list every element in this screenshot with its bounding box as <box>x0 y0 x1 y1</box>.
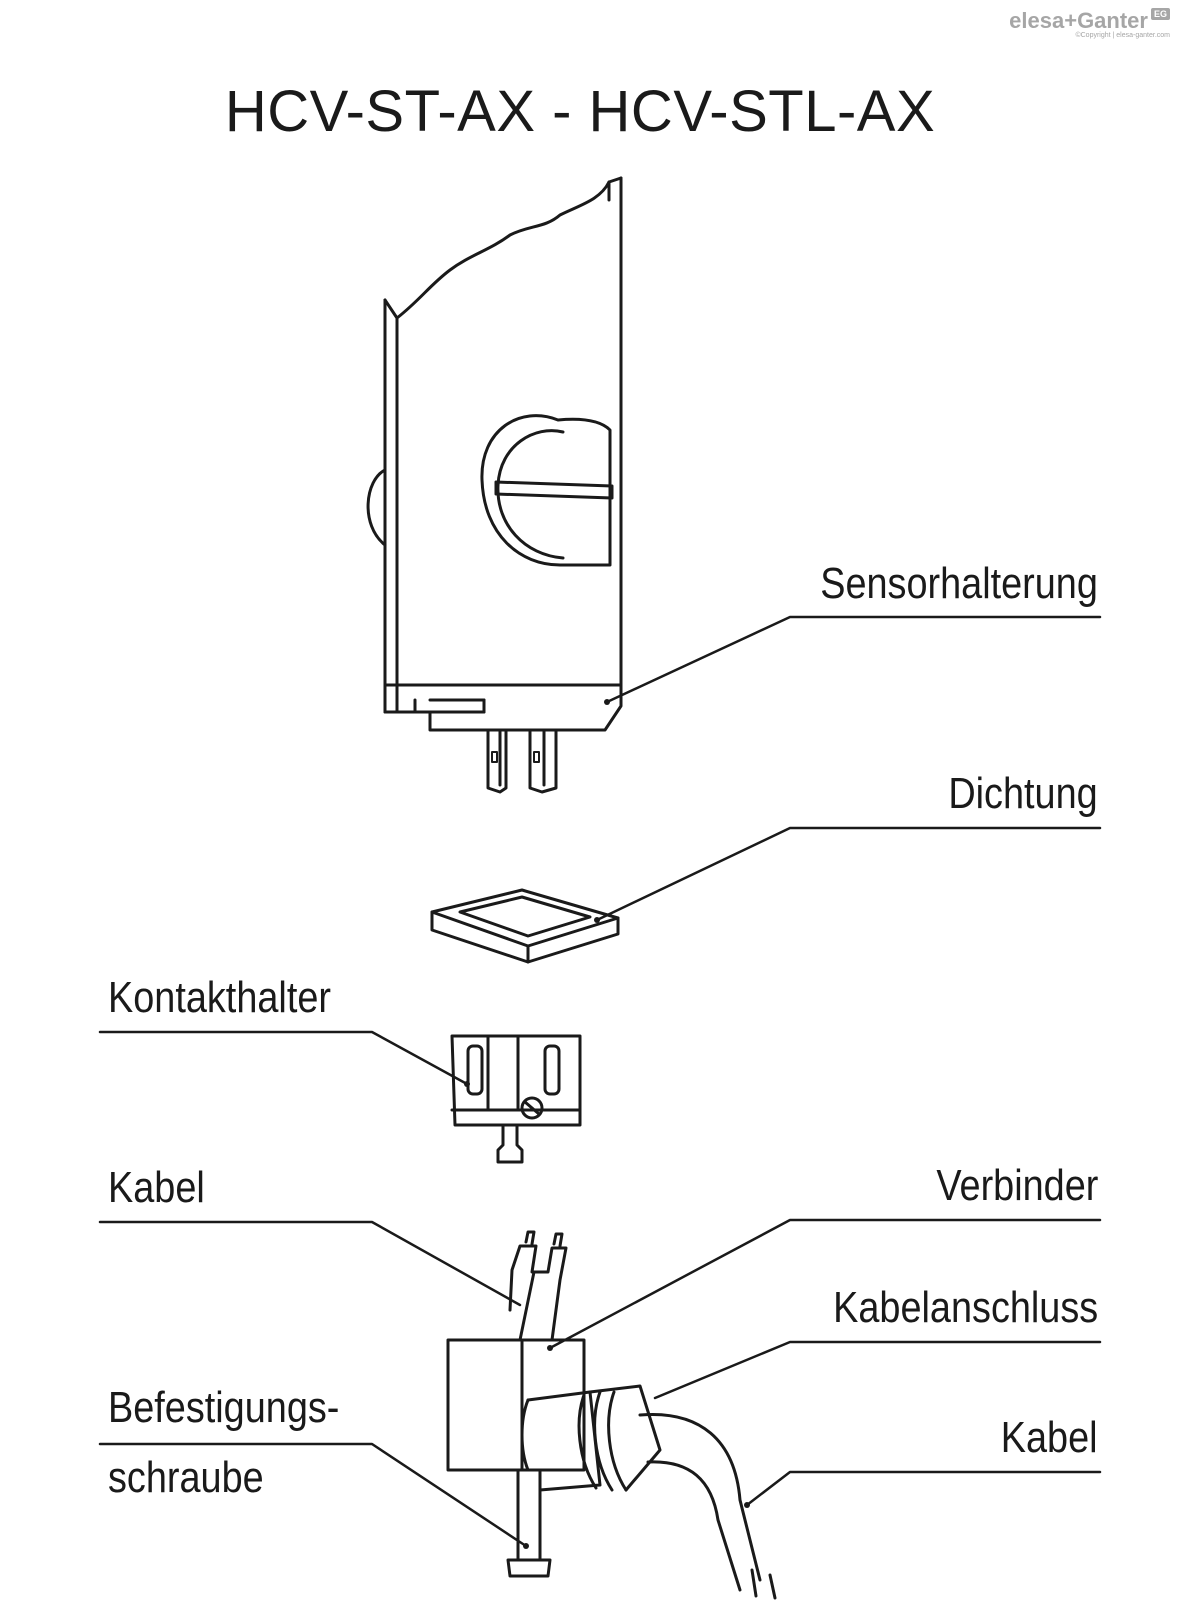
label-dichtung: Dichtung <box>948 769 1098 818</box>
leader-kabel-bottom <box>745 1470 1102 1507</box>
leader-kontakthalter <box>98 1030 469 1086</box>
leader-kabelanschluss <box>653 1340 1102 1400</box>
sensor-holder <box>366 176 623 794</box>
leader-sensorhalterung <box>605 615 1102 704</box>
leader-kabel-top <box>98 1220 522 1307</box>
label-sensorhalterung: Sensorhalterung <box>820 559 1098 608</box>
logo-badge: EG <box>1150 8 1170 20</box>
leader-dichtung <box>595 826 1102 922</box>
leader-lines <box>98 615 1102 1548</box>
label-kabel-top: Kabel <box>108 1163 205 1212</box>
label-befestigung-line2: schraube <box>108 1453 264 1502</box>
label-kabelanschluss: Kabelanschluss <box>832 1283 1098 1332</box>
connector-assembly <box>446 1230 777 1600</box>
contact-holder <box>450 1034 582 1164</box>
label-verbinder: Verbinder <box>936 1161 1098 1210</box>
label-befestigung-line1: Befestigungs- <box>108 1383 340 1432</box>
logo-copyright: ©Copyright | elesa-ganter.com <box>1075 32 1170 39</box>
leader-verbinder <box>548 1218 1102 1350</box>
label-kontakthalter: Kontakthalter <box>108 973 331 1022</box>
label-kabel-bottom: Kabel <box>1001 1413 1098 1462</box>
seal <box>430 888 620 964</box>
leader-befestigungsschraube <box>98 1442 528 1548</box>
logo-brand: elesa+Ganter <box>1009 8 1148 33</box>
diagram-title: HCV-ST-AX - HCV-STL-AX <box>224 79 936 144</box>
